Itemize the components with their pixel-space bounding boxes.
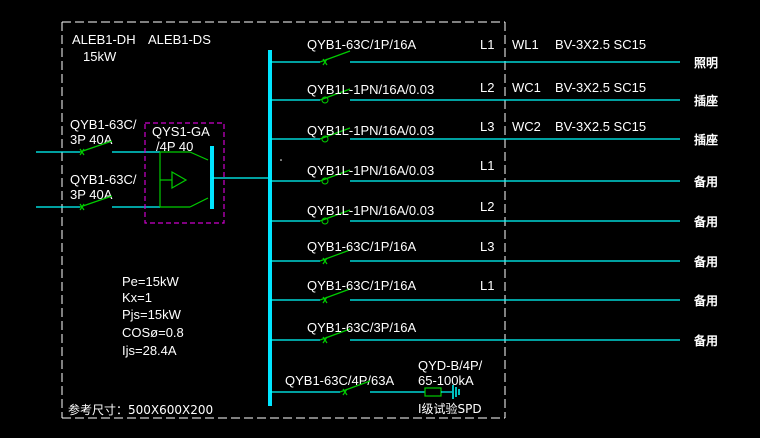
- outgoing-circuits: QYB1-63C/1P/16A L1 WL1 BV-3X2.5 SC15 照明 …: [270, 37, 718, 348]
- ats-switch: QYS1-GA /4P 40: [144, 122, 270, 224]
- circuit-6-phase: L3: [480, 239, 494, 254]
- rcbo-breaker-icon: [319, 127, 351, 140]
- circuit-2-line-id: WC1: [512, 80, 541, 95]
- param-kx: Kx=1: [122, 290, 152, 305]
- circuit-row-1: QYB1-63C/1P/16A L1 WL1 BV-3X2.5 SC15 照明: [270, 37, 718, 70]
- panel-parameters: Pe=15kW Kx=1 Pjs=15kW COSø=0.8 Ijs=28.4A: [122, 274, 184, 358]
- circuit-row-3: QYB1L-1PN/16A/0.03 L3 WC2 BV-3X2.5 SC15 …: [270, 119, 718, 147]
- spd-model-line2: 65-100kA: [418, 373, 474, 388]
- circuit-1-use: 照明: [694, 55, 718, 70]
- circuit-2-breaker: QYB1L-1PN/16A/0.03: [307, 82, 434, 97]
- ats-frame: [144, 122, 225, 224]
- reference-size: 参考尺寸：500X600X200: [68, 402, 213, 417]
- rcbo-breaker-icon: [319, 169, 351, 182]
- circuit-2-cable: BV-3X2.5 SC15: [555, 80, 646, 95]
- circuit-row-7: QYB1-63C/1P/16A L1 备用: [270, 278, 718, 308]
- panel-frame: [61, 21, 506, 419]
- circuit-7-use: 备用: [693, 293, 718, 308]
- incoming-1-breaker-icon: [79, 140, 113, 153]
- spd-device-icon: [424, 387, 442, 397]
- breaker-icon: [319, 249, 351, 262]
- circuit-3-phase: L3: [480, 119, 494, 134]
- panel-name-dh: ALEB1-DH: [72, 32, 136, 47]
- circuit-6-breaker: QYB1-63C/1P/16A: [307, 239, 416, 254]
- circuit-5-use: 备用: [693, 214, 718, 229]
- circuit-1-cable: BV-3X2.5 SC15: [555, 37, 646, 52]
- param-cos: COSø=0.8: [122, 325, 184, 340]
- param-ijs: Ijs=28.4A: [122, 343, 177, 358]
- panel-power: 15kW: [83, 49, 117, 64]
- param-pjs: Pjs=15kW: [122, 307, 182, 322]
- spd-model-line1: QYD-B/4P/: [418, 358, 483, 373]
- circuit-row-4: QYB1L-1PN/16A/0.03 L1 备用: [270, 158, 718, 189]
- circuit-4-use: 备用: [693, 174, 718, 189]
- incoming-2-rating: 3P 40A: [70, 187, 113, 202]
- circuit-7-breaker: QYB1-63C/1P/16A: [307, 278, 416, 293]
- circuit-6-use: 备用: [693, 254, 718, 269]
- circuit-7-phase: L1: [480, 278, 494, 293]
- breaker-icon: [319, 288, 351, 301]
- incoming-1-rating: 3P 40A: [70, 132, 113, 147]
- circuit-3-breaker: QYB1L-1PN/16A/0.03: [307, 123, 434, 138]
- circuit-row-5: QYB1L-1PN/16A/0.03 L2 备用: [270, 199, 718, 229]
- circuit-1-line-id: WL1: [512, 37, 539, 52]
- circuit-5-breaker: QYB1L-1PN/16A/0.03: [307, 203, 434, 218]
- rcbo-breaker-icon: [319, 209, 351, 222]
- circuit-4-breaker: QYB1L-1PN/16A/0.03: [307, 163, 434, 178]
- circuit-8-breaker: QYB1-63C/3P/16A: [307, 320, 416, 335]
- circuit-8-use: 备用: [693, 333, 718, 348]
- spd-breaker-icon: [339, 380, 371, 393]
- circuit-3-line-id: WC2: [512, 119, 541, 134]
- incoming-2-model: QYB1-63C/: [70, 172, 137, 187]
- spd-breaker-label: QYB1-63C/4P/63A: [285, 373, 394, 388]
- incoming-2-breaker-icon: [79, 195, 113, 208]
- panel-name-ds: ALEB1-DS: [148, 32, 211, 47]
- incoming-1-model: QYB1-63C/: [70, 117, 137, 132]
- circuit-1-breaker: QYB1-63C/1P/16A: [307, 37, 416, 52]
- ats-actuator-icon: [171, 170, 188, 190]
- breaker-icon: [319, 328, 351, 341]
- breaker-icon: [319, 50, 351, 63]
- circuit-4-phase: L1: [480, 158, 494, 173]
- rcbo-breaker-icon: [319, 88, 351, 101]
- incoming-feeder-2: QYB1-63C/ 3P 40A: [36, 172, 160, 211]
- circuit-3-cable: BV-3X2.5 SC15: [555, 119, 646, 134]
- spd-label: Ⅰ级试验SPD: [418, 401, 482, 416]
- circuit-2-use: 插座: [694, 93, 718, 108]
- circuit-5-phase: L2: [480, 199, 494, 214]
- ats-model: QYS1-GA: [152, 124, 210, 139]
- circuit-3-use: 插座: [694, 132, 718, 147]
- circuit-row-2: QYB1L-1PN/16A/0.03 L2 WC1 BV-3X2.5 SC15 …: [270, 80, 718, 108]
- circuit-2-phase: L2: [480, 80, 494, 95]
- incoming-feeder-1: QYB1-63C/ 3P 40A: [36, 117, 160, 156]
- spd-branch: QYB1-63C/4P/63A QYD-B/4P/ 65-100kA Ⅰ级试验S…: [270, 358, 483, 416]
- circuit-row-6: QYB1-63C/1P/16A L3 备用: [270, 239, 718, 269]
- circuit-1-phase: L1: [480, 37, 494, 52]
- circuit-row-8: QYB1-63C/3P/16A 备用: [270, 320, 718, 348]
- param-pe: Pe=15kW: [122, 274, 179, 289]
- ats-rating: /4P 40: [156, 139, 193, 154]
